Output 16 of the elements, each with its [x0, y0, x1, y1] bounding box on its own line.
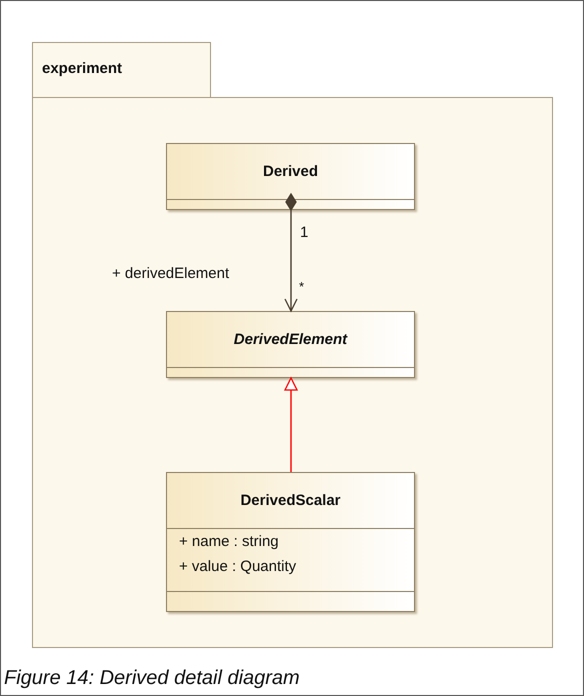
class-box	[166, 143, 415, 210]
multiplicity-label: 1	[300, 224, 308, 241]
generalization-arrow	[284, 377, 298, 472]
package-frame	[32, 42, 553, 648]
attribute-text: + value : Quantity	[179, 558, 296, 575]
figure-caption: Figure 14: Derived detail diagram	[4, 667, 300, 690]
package-name: experiment	[42, 60, 122, 77]
multiplicity-label: *	[299, 279, 304, 294]
attribute-text: + name : string	[179, 533, 279, 550]
class-name: DerivedElement	[234, 331, 348, 348]
composition-arrow	[284, 193, 298, 312]
class-box	[166, 311, 415, 378]
class-box	[166, 472, 415, 612]
edge-label: + derivedElement	[112, 265, 230, 282]
class-name: Derived	[262, 163, 318, 180]
class-name: DerivedScalar	[240, 492, 341, 509]
